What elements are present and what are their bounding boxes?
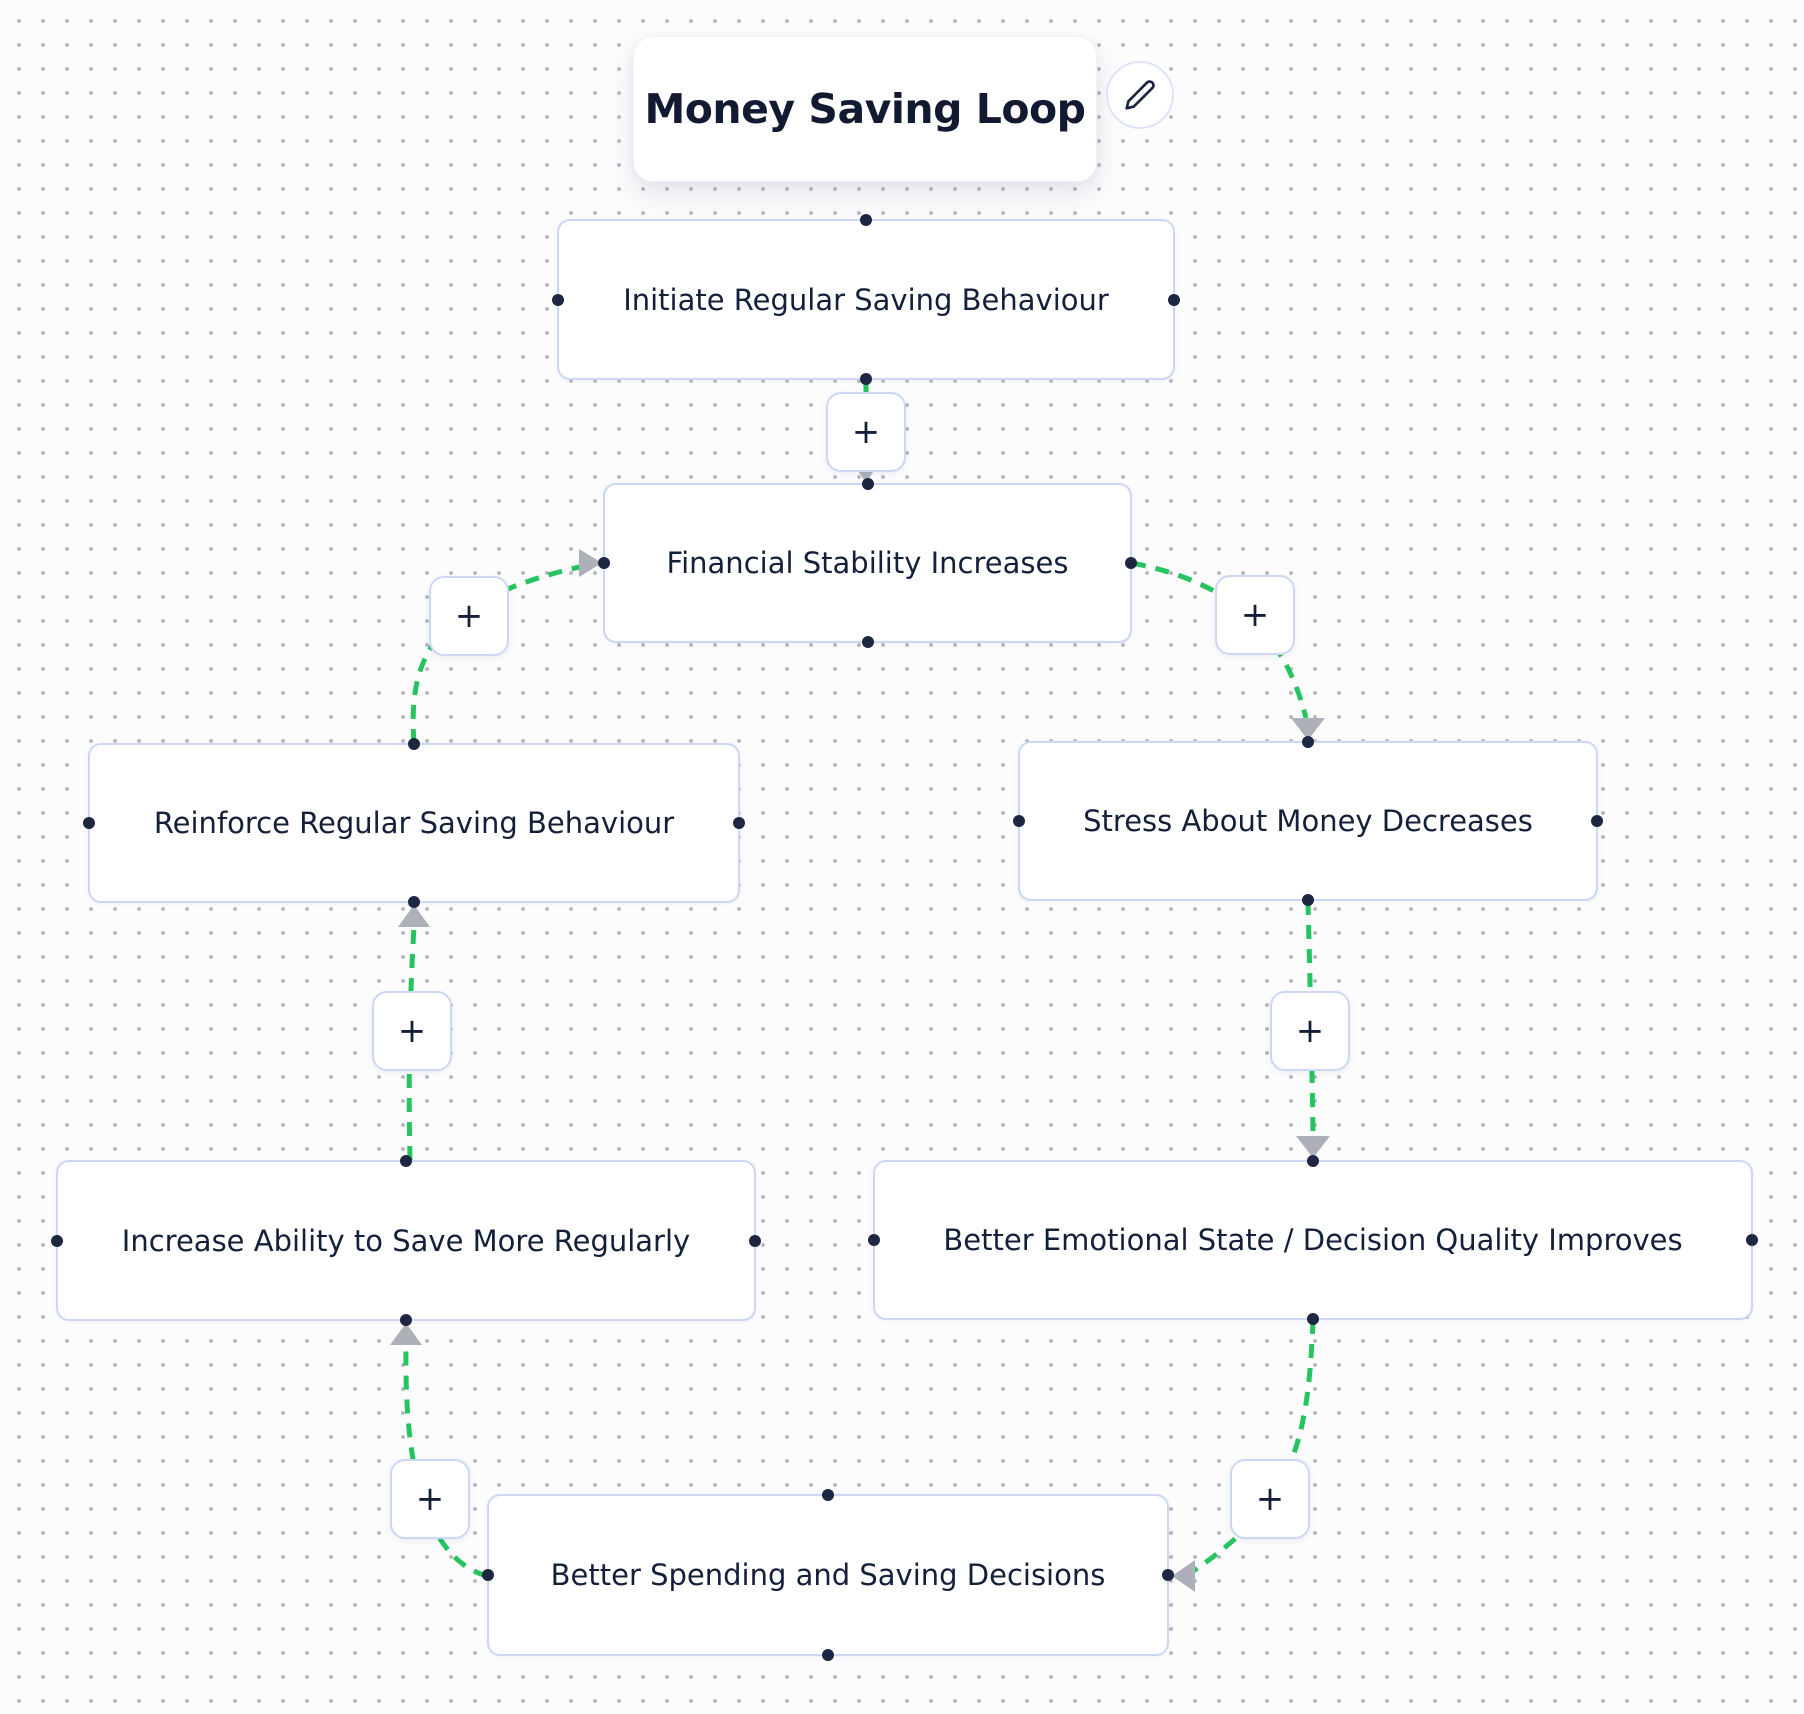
connection-handle-left[interactable] [1013,815,1025,827]
connection-handle-left[interactable] [598,557,610,569]
node-stress[interactable]: Stress About Money Decreases [1013,736,1603,906]
arrowhead-down-stress [1291,718,1325,740]
node-emotional[interactable]: Better Emotional State / Decision Qualit… [868,1155,1758,1325]
node-label: Reinforce Regular Saving Behaviour [153,806,675,840]
connection-handle-top[interactable] [1302,736,1314,748]
connection-handle-right[interactable] [1125,557,1137,569]
polarity-button-ability-reinforce[interactable]: + [372,991,452,1071]
arrowhead-up-reinforce [398,905,430,927]
connection-handle-top[interactable] [408,738,420,750]
connection-handle-right[interactable] [1162,1569,1174,1581]
connection-handle-top[interactable] [400,1155,412,1167]
node-label: Increase Ability to Save More Regularly [121,1223,691,1258]
connection-handle-top[interactable] [822,1489,834,1501]
connection-handle-right[interactable] [749,1234,761,1247]
connection-handle-bottom[interactable] [822,1649,834,1661]
pencil-icon [1125,80,1155,110]
connection-handle-left[interactable] [552,293,564,306]
connection-handle-left[interactable] [482,1569,494,1581]
connection-handle-left[interactable] [51,1234,63,1247]
node-label: Better Spending and Saving Decisions [550,1558,1106,1592]
node-ability[interactable]: Increase Ability to Save More Regularly [51,1155,761,1326]
connection-handle-bottom[interactable] [1302,894,1314,906]
arrowhead-left-decisions [1172,1560,1195,1592]
connection-handle-bottom[interactable] [860,373,872,385]
node-reinforce[interactable]: Reinforce Regular Saving Behaviour [83,738,745,908]
connection-handle-bottom[interactable] [1307,1313,1319,1325]
edge-stress-emotional[interactable] [1305,900,1316,1137]
diagram-title: Money Saving Loop [644,85,1086,133]
arrowhead-up-ability [390,1323,422,1345]
edge-reinforce-financial[interactable] [410,563,585,744]
node-label: Financial Stability Increases [666,546,1069,580]
arrowhead-right-financial [579,549,602,577]
node-label: Stress About Money Decreases [1083,804,1533,838]
node-financial[interactable]: Financial Stability Increases [598,478,1137,648]
diagram-title-card: Money Saving Loop [633,36,1097,182]
connection-handle-left[interactable] [83,817,95,829]
polarity-button-reinforce-financial[interactable]: + [429,576,509,656]
connection-handle-bottom[interactable] [408,896,420,908]
connection-handle-left[interactable] [868,1234,880,1246]
polarity-button-decisions-ability[interactable]: + [390,1459,470,1539]
connection-handle-right[interactable] [1746,1234,1758,1246]
connection-handle-bottom[interactable] [861,636,874,648]
connection-handle-right[interactable] [733,817,745,829]
connection-handle-top[interactable] [1307,1155,1319,1167]
arrowhead-down-emotional [1296,1136,1330,1158]
connection-handle-right[interactable] [1591,815,1603,827]
node-label: Better Emotional State / Decision Qualit… [943,1223,1683,1257]
polarity-button-stress-emotional[interactable]: + [1270,991,1350,1071]
polarity-button-financial-stress[interactable]: + [1215,575,1295,655]
connection-handle-top[interactable] [860,214,872,226]
edit-title-button[interactable] [1106,61,1174,129]
node-label: Initiate Regular Saving Behaviour [623,282,1109,317]
connection-handle-top[interactable] [861,478,874,490]
connection-handle-bottom[interactable] [400,1314,412,1326]
node-decisions[interactable]: Better Spending and Saving Decisions [482,1489,1174,1661]
polarity-button-initiate-financial[interactable]: + [826,392,906,472]
node-initiate[interactable]: Initiate Regular Saving Behaviour [552,214,1180,385]
polarity-button-emotional-decisions[interactable]: + [1230,1459,1310,1539]
connection-handle-right[interactable] [1168,293,1180,306]
